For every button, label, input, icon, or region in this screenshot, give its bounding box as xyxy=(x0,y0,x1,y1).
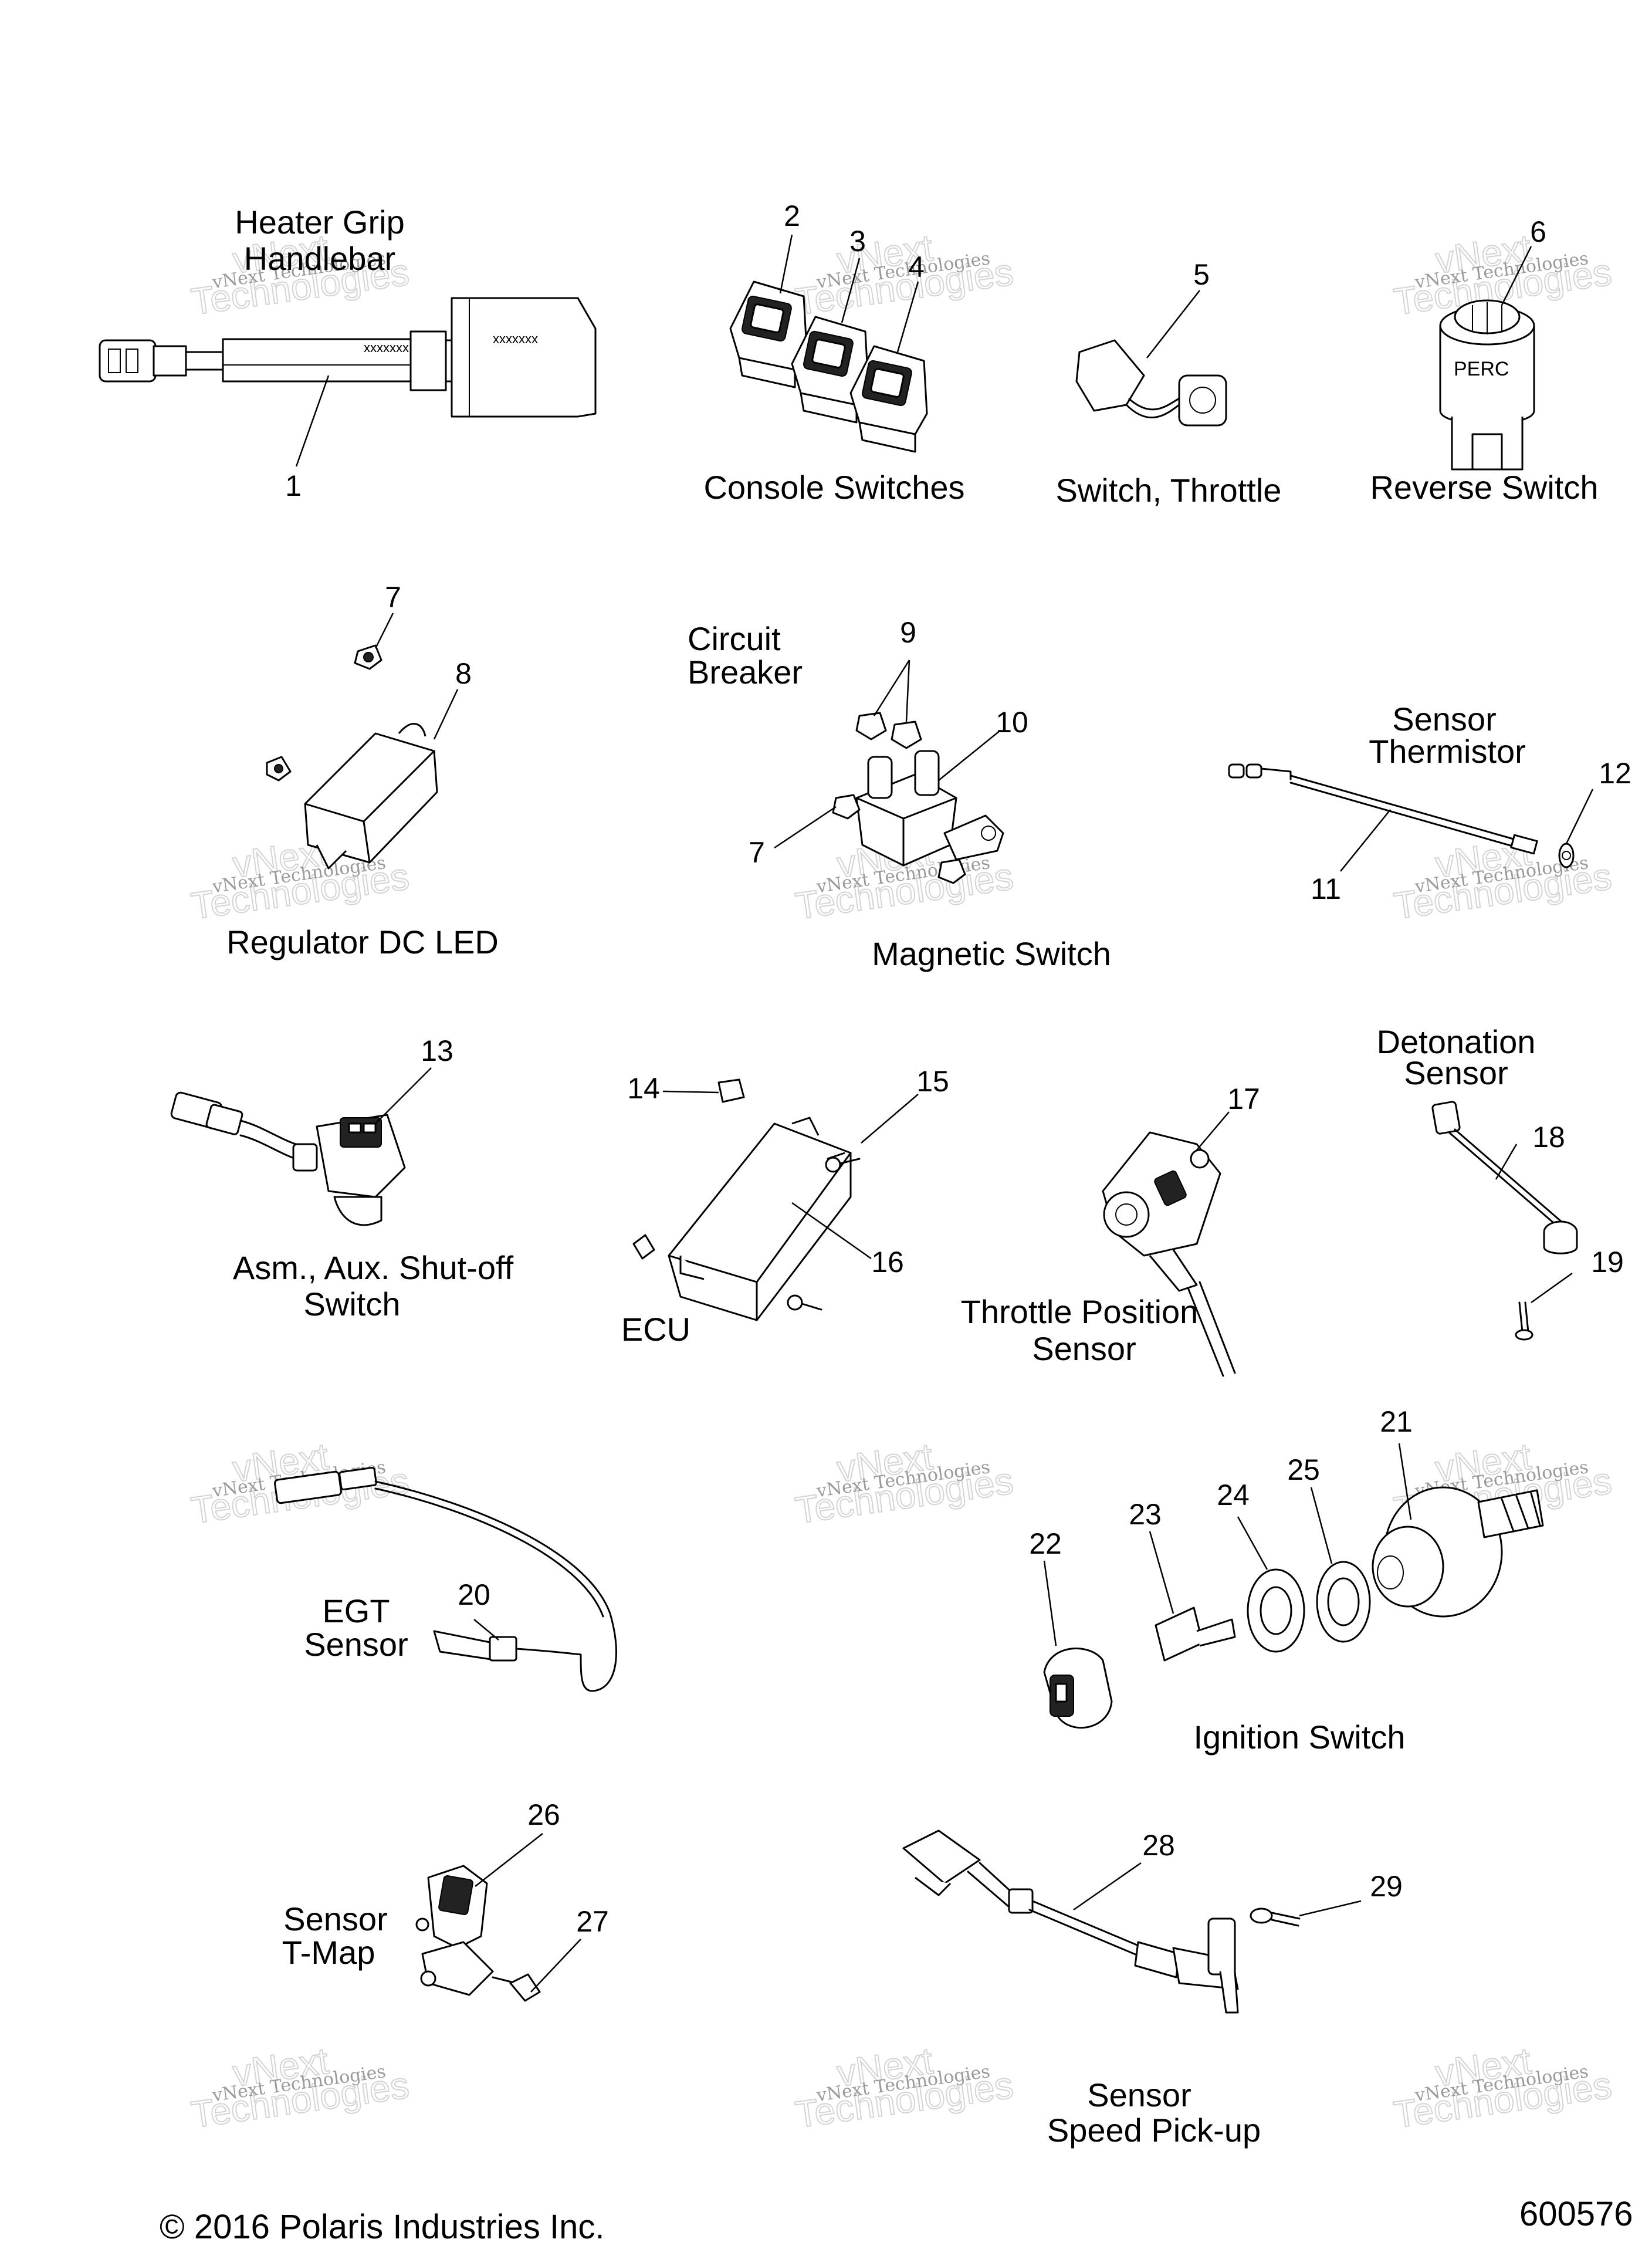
aux-shutoff-switch-drawing xyxy=(170,1091,406,1226)
caption-sensor-thermistor-line1: Sensor xyxy=(1392,701,1496,738)
callout-11: 11 xyxy=(1311,872,1341,905)
caption-throttle-position-line1: Throttle Position xyxy=(961,1293,1199,1330)
caption-throttle-position-line2: Sensor xyxy=(1032,1330,1136,1367)
caption-sensor-thermistor-line2: Thermistor xyxy=(1369,733,1526,770)
watermark: vNext Technologies vNext Technologies xyxy=(1390,2039,1614,2137)
callout-15: 15 xyxy=(916,1065,949,1098)
callout-numbers: 1 2 3 4 5 6 7 8 9 10 7 11 12 13 14 15 16… xyxy=(285,199,1631,1938)
caption-detonation-line1: Detonation xyxy=(1377,1023,1536,1060)
throttle-position-sensor-drawing xyxy=(1102,1131,1236,1377)
caption-aux-shutoff-line1: Asm., Aux. Shut-off xyxy=(233,1249,514,1286)
caption-regulator: Regulator DC LED xyxy=(226,924,499,960)
callout-26: 26 xyxy=(527,1798,560,1831)
caption-heater-grip-line1: Heater Grip xyxy=(235,204,404,241)
callout-9: 9 xyxy=(900,616,916,649)
callout-7: 7 xyxy=(385,581,401,614)
caption-console-switches: Console Switches xyxy=(703,469,964,506)
footer: © 2016 Polaris Industries Inc. 600576 xyxy=(160,2195,1633,2246)
caption-reverse-switch: Reverse Switch xyxy=(1370,469,1598,506)
callout-20: 20 xyxy=(458,1578,490,1611)
callout-17: 17 xyxy=(1227,1083,1260,1115)
callout-2: 2 xyxy=(784,199,800,232)
callout-25: 25 xyxy=(1287,1453,1320,1486)
thermistor-drawing xyxy=(1228,763,1575,868)
watermark: vNext Technologies vNext Technologies xyxy=(188,2039,412,2137)
ecu-drawing xyxy=(632,1078,861,1321)
magnetic-switch-drawing xyxy=(832,712,1004,884)
callout-27: 27 xyxy=(576,1905,609,1938)
caption-aux-shutoff-line2: Switch xyxy=(304,1286,401,1323)
callout-19: 19 xyxy=(1591,1246,1624,1278)
caption-magnetic-switch: Magnetic Switch xyxy=(872,935,1111,972)
caption-switch-throttle: Switch, Throttle xyxy=(1056,472,1282,509)
callout-23: 23 xyxy=(1129,1498,1162,1531)
reverse-switch-drawing: PERC xyxy=(1439,299,1535,471)
caption-ecu: ECU xyxy=(621,1311,690,1348)
callout-28: 28 xyxy=(1142,1829,1175,1862)
caption-tmap-line2: T-Map xyxy=(282,1934,375,1971)
caption-circuit-breaker-line2: Breaker xyxy=(688,654,803,691)
egt-sensor-drawing xyxy=(274,1466,617,1692)
copyright-text: © 2016 Polaris Industries Inc. xyxy=(160,2208,604,2246)
callout-14: 14 xyxy=(627,1072,660,1105)
callout-29: 29 xyxy=(1370,1870,1403,1903)
ignition-switch-drawing xyxy=(1043,1486,1544,1729)
callout-21: 21 xyxy=(1380,1405,1413,1438)
callout-24: 24 xyxy=(1217,1479,1250,1511)
callout-13: 13 xyxy=(421,1034,453,1067)
leader-lines xyxy=(295,234,1594,1993)
speed-pickup-sensor-drawing xyxy=(902,1829,1301,2014)
perc-label: PERC xyxy=(1454,358,1509,380)
callout-4: 4 xyxy=(908,251,925,283)
plate-code-label: xxxxxxx xyxy=(493,332,538,346)
caption-speed-pickup-line2: Speed Pick-up xyxy=(1047,2112,1261,2149)
captions: Heater Grip Handlebar Console Switches S… xyxy=(226,204,1598,2149)
callout-1: 1 xyxy=(285,469,302,502)
caption-circuit-breaker-line1: Circuit xyxy=(688,620,781,657)
callout-16: 16 xyxy=(871,1246,904,1278)
callout-8: 8 xyxy=(455,657,472,690)
caption-ignition-switch: Ignition Switch xyxy=(1193,1719,1405,1756)
harness-code-label: xxxxxxx xyxy=(364,340,409,355)
callout-6: 6 xyxy=(1530,215,1546,248)
throttle-switch-drawing xyxy=(1075,339,1227,427)
callout-5: 5 xyxy=(1193,258,1210,291)
caption-egt-line2: Sensor xyxy=(304,1626,408,1663)
console-switches-drawing xyxy=(729,280,928,453)
callout-12: 12 xyxy=(1599,757,1631,790)
detonation-sensor-drawing xyxy=(1431,1101,1578,1341)
watermark: vNext Technologies vNext Technologies xyxy=(792,226,1016,324)
callout-7-second: 7 xyxy=(749,836,765,869)
caption-tmap-line1: Sensor xyxy=(283,1900,387,1937)
watermark: vNext Technologies vNext Technologies xyxy=(792,1435,1016,1533)
callout-3: 3 xyxy=(849,225,866,258)
diagram-number: 600576 xyxy=(1519,2195,1633,2233)
heater-grip-harness-drawing: xxxxxxx xxxxxxx xyxy=(99,297,597,418)
caption-egt-line1: EGT xyxy=(322,1592,390,1629)
tmap-sensor-drawing xyxy=(415,1865,541,2002)
caption-heater-grip-line2: Handlebar xyxy=(244,240,395,277)
callout-22: 22 xyxy=(1029,1527,1062,1560)
caption-detonation-line2: Sensor xyxy=(1404,1054,1508,1091)
regulator-drawing xyxy=(266,644,438,870)
caption-speed-pickup-line1: Sensor xyxy=(1087,2076,1191,2113)
callout-10: 10 xyxy=(996,706,1028,739)
callout-18: 18 xyxy=(1532,1121,1565,1154)
watermark: vNext Technologies vNext Technologies xyxy=(792,2039,1016,2137)
